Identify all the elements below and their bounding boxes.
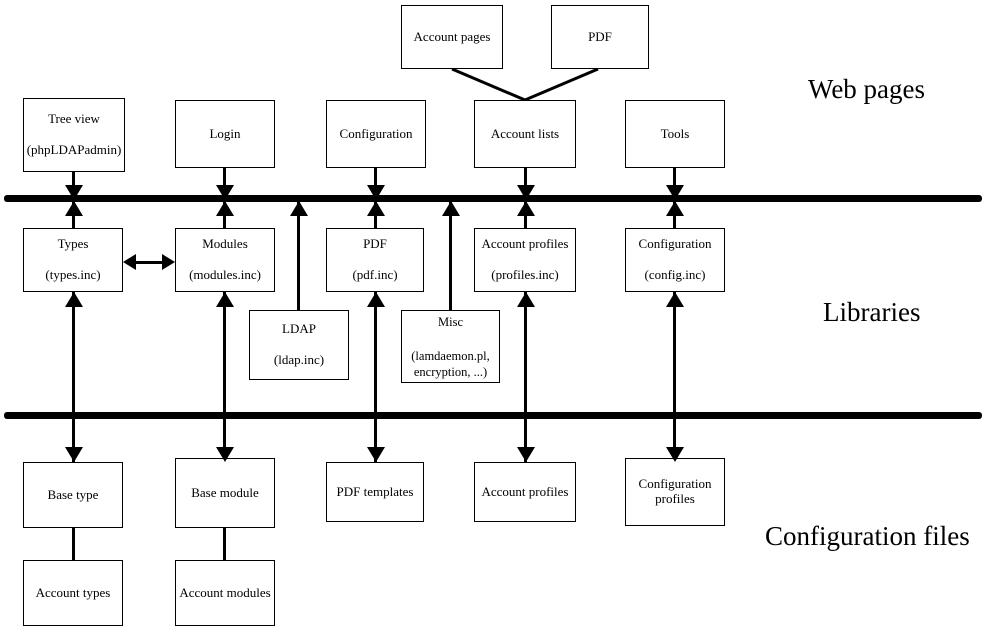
connector-misc-up [449, 202, 452, 312]
separator-bar-web-libraries [4, 195, 982, 202]
arrow-up-modules [216, 201, 234, 216]
node-label: Account modules [179, 584, 271, 600]
node-pdf-lib[interactable]: PDF (pdf.inc) [326, 228, 424, 292]
separator-bar-libraries-config [4, 412, 982, 419]
arrow-up-profiles [517, 201, 535, 216]
connector-configuration-down [374, 168, 377, 198]
node-configuration-page[interactable]: Configuration [326, 100, 426, 168]
arrow-up-modules-from-base [216, 292, 234, 307]
node-label: Base type [47, 486, 99, 502]
node-account-modules[interactable]: Account modules [175, 560, 275, 626]
connector-types-modules [128, 261, 172, 264]
arrow-down-tree-view [65, 185, 83, 200]
arrow-left-types [123, 254, 136, 270]
node-label: Account profiles [481, 483, 569, 499]
node-pdf-templates[interactable]: PDF templates [326, 462, 424, 522]
connector-account-lists-down [524, 168, 527, 198]
arrow-right-modules [162, 254, 175, 270]
arrow-down-pdf-templates [367, 447, 385, 462]
arrow-down-login [216, 185, 234, 200]
section-label-configuration-files: Configuration files [765, 521, 970, 551]
arrow-up-config [666, 201, 684, 216]
node-sublabel: (modules.inc) [189, 267, 261, 282]
node-label: Configuration [339, 125, 413, 141]
node-profiles-lib[interactable]: Account profiles (profiles.inc) [474, 228, 576, 292]
node-ldap-lib[interactable]: LDAP (ldap.inc) [249, 310, 349, 380]
node-label: Configuration [638, 236, 712, 252]
node-sublabel: (profiles.inc) [491, 267, 559, 282]
node-config-lib[interactable]: Configuration (config.inc) [625, 228, 725, 292]
node-types-lib[interactable]: Types (types.inc) [23, 228, 123, 292]
connector-modules-to-base-module [223, 292, 226, 462]
node-label: PDF [588, 28, 612, 44]
connector-types-to-base-type [72, 292, 75, 462]
connector-ldap-up [297, 202, 300, 312]
node-account-types[interactable]: Account types [23, 560, 123, 626]
node-label: Types [57, 236, 89, 252]
arrow-up-ldap [290, 201, 308, 216]
node-base-module[interactable]: Base module [175, 458, 275, 528]
connector-config-up [673, 202, 676, 230]
node-label: Login [209, 125, 241, 141]
section-label-libraries: Libraries [823, 297, 921, 327]
arrow-up-types [65, 201, 83, 216]
node-sublabel: (ldap.inc) [273, 352, 325, 367]
connector-pdf-to-templates [374, 292, 377, 462]
section-label-web-pages: Web pages [808, 74, 926, 104]
node-configuration-profiles-file[interactable]: Configuration profiles [625, 458, 725, 526]
arrow-up-types-from-base [65, 292, 83, 307]
node-label: PDF templates [336, 483, 414, 499]
node-label: LDAP [282, 321, 316, 337]
node-account-lists[interactable]: Account lists [474, 100, 576, 168]
node-label: Misc [438, 315, 463, 329]
node-base-type[interactable]: Base type [23, 462, 123, 528]
node-sublabel: profiles [655, 491, 695, 506]
arrow-up-pdf [367, 201, 385, 216]
arrow-down-account-profiles [517, 447, 535, 462]
node-sublabel: (config.inc) [644, 267, 706, 282]
connector-modules-up [223, 202, 226, 230]
node-misc-lib[interactable]: Misc (lamdaemon.pl, encryption, ...) [401, 310, 500, 383]
arrow-down-tools [666, 185, 684, 200]
connector-login-down [223, 168, 226, 198]
node-tree-view[interactable]: Tree view (phpLDAPadmin) [23, 98, 125, 172]
node-modules-lib[interactable]: Modules (modules.inc) [175, 228, 275, 292]
node-label: Account lists [490, 125, 560, 141]
node-login[interactable]: Login [175, 100, 275, 168]
arrow-up-misc [442, 201, 460, 216]
node-label: Modules [202, 236, 248, 252]
node-tools[interactable]: Tools [625, 100, 725, 168]
connector-tools-down [673, 168, 676, 198]
node-sublabel: (pdf.inc) [352, 267, 398, 282]
node-label: PDF [363, 236, 387, 252]
node-account-profiles-file[interactable]: Account profiles [474, 462, 576, 522]
arrow-down-configuration [367, 185, 385, 200]
node-label: Tools [660, 125, 690, 141]
connector-types-up [72, 202, 75, 230]
node-label: Account types [35, 584, 111, 600]
node-label: Account profiles [481, 236, 569, 252]
arrow-up-config-from-files [666, 292, 684, 307]
arrow-down-base-type [65, 447, 83, 462]
arrow-up-profiles-from-files [517, 292, 535, 307]
node-label: Account pages [413, 28, 491, 44]
arrow-down-base-module [216, 447, 234, 462]
node-sublabel: (phpLDAPadmin) [26, 142, 122, 157]
node-label: Base module [191, 484, 259, 500]
arrow-up-pdf-from-templates [367, 292, 385, 307]
node-pdf-source[interactable]: PDF [551, 5, 649, 69]
node-account-pages[interactable]: Account pages [401, 5, 503, 69]
node-sublabel: (lamdaemon.pl, encryption, ...) [411, 349, 490, 379]
arrow-down-config-profiles [666, 447, 684, 462]
connector-profiles-to-account-profiles [524, 292, 527, 462]
connector-config-to-config-profiles [673, 292, 676, 462]
node-label: Tree view [48, 111, 100, 127]
connector-base-module-account-modules [223, 528, 226, 562]
connector-profiles-up [524, 202, 527, 230]
node-sublabel: (types.inc) [45, 267, 101, 282]
connector-base-type-account-types [72, 528, 75, 562]
connector-pdf-up [374, 202, 377, 230]
node-label: Configuration [638, 476, 712, 492]
arrow-down-account-lists [517, 185, 535, 200]
